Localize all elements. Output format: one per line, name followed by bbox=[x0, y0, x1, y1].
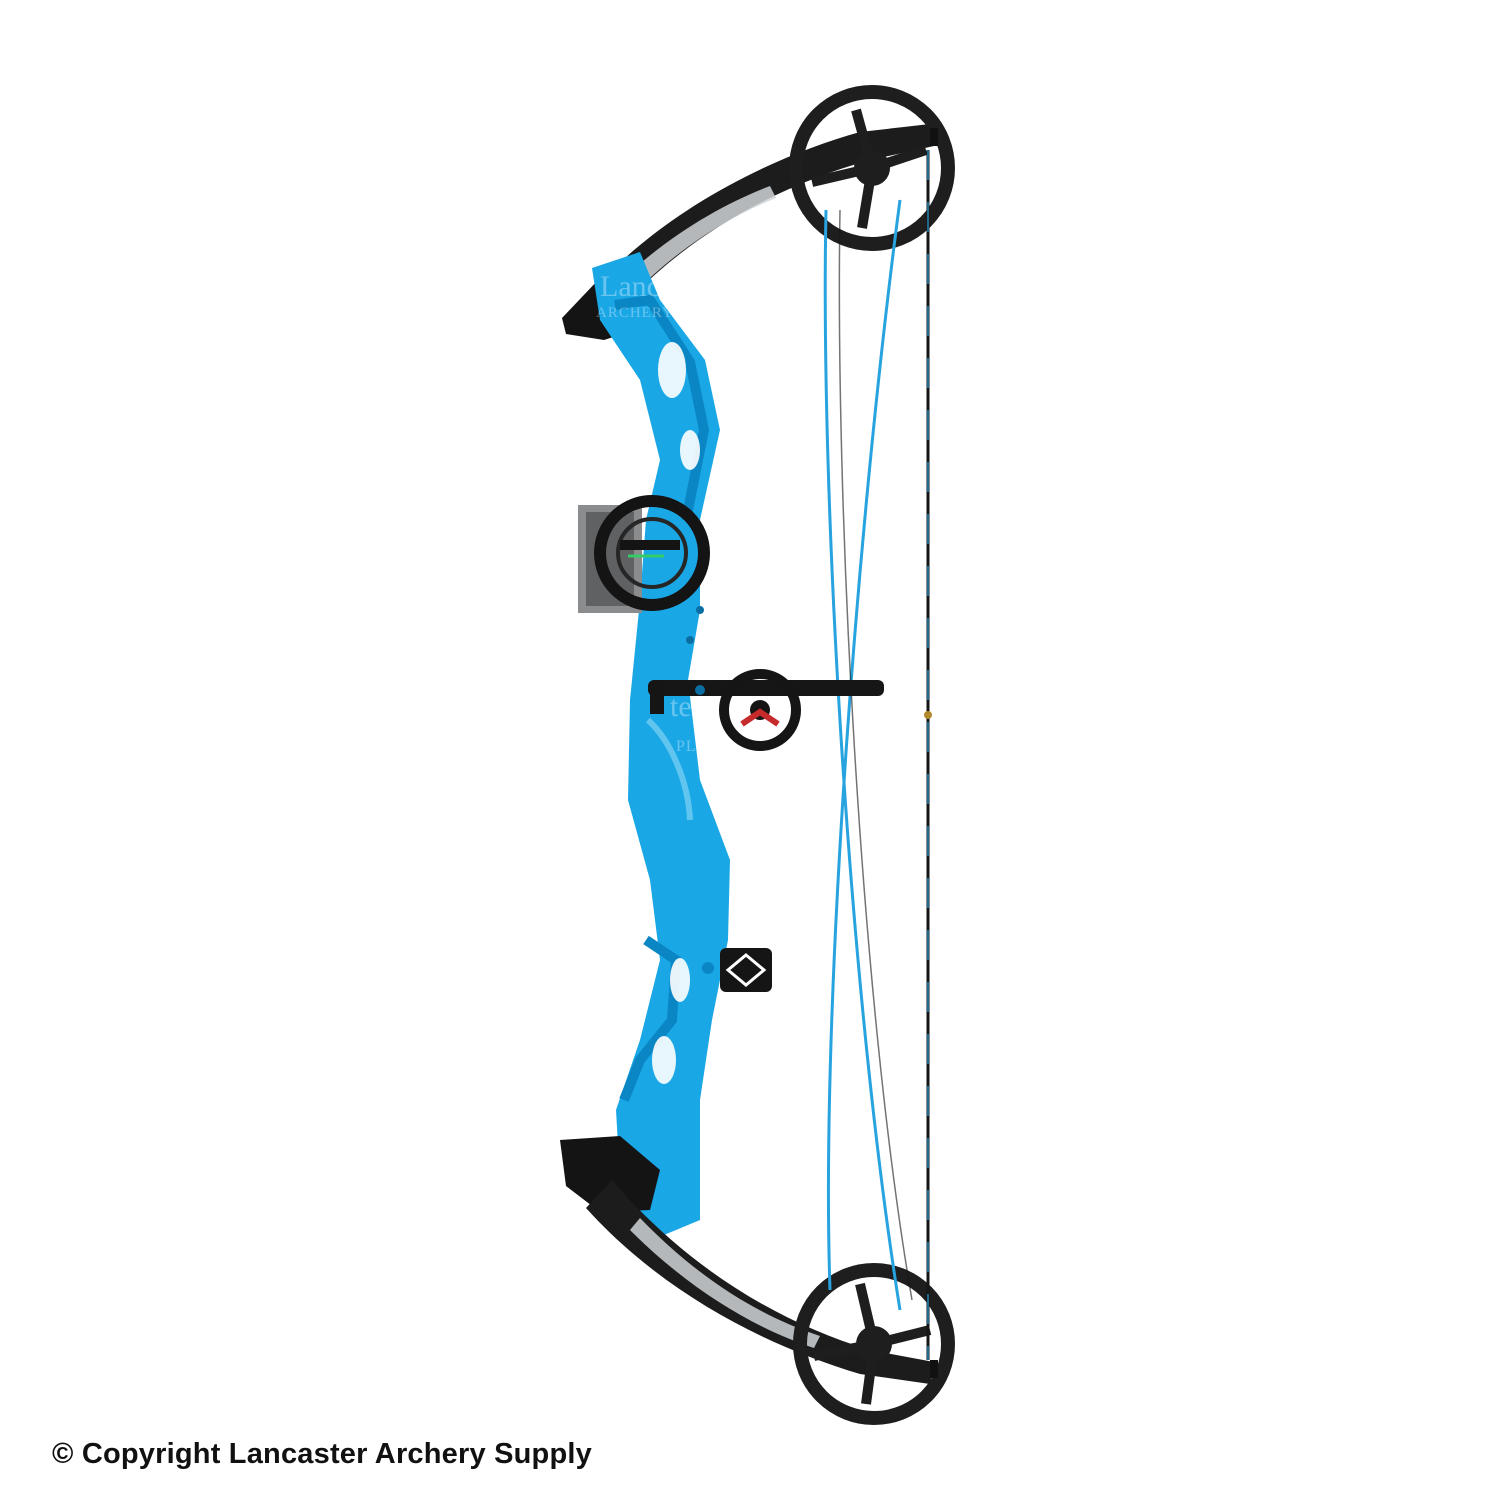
watermark-middle-2: PLY. bbox=[676, 738, 711, 755]
watermark-upper-1: Lanc bbox=[600, 270, 660, 303]
upper-cam bbox=[789, 85, 955, 251]
watermark-upper-2: ARCHERY bbox=[596, 305, 674, 321]
cables bbox=[823, 199, 913, 1311]
copyright-notice: © Copyright Lancaster Archery Supply bbox=[52, 1438, 592, 1470]
riser bbox=[592, 252, 730, 1240]
watermark-middle-1: ter bbox=[670, 690, 702, 723]
brand-badge bbox=[702, 948, 772, 992]
lower-cam bbox=[793, 1263, 955, 1425]
bow-sight bbox=[578, 495, 710, 613]
bowstring bbox=[924, 150, 932, 1360]
lower-limb-pocket bbox=[560, 1136, 660, 1212]
arrow-rest bbox=[648, 669, 884, 751]
riser-holes bbox=[686, 606, 705, 695]
